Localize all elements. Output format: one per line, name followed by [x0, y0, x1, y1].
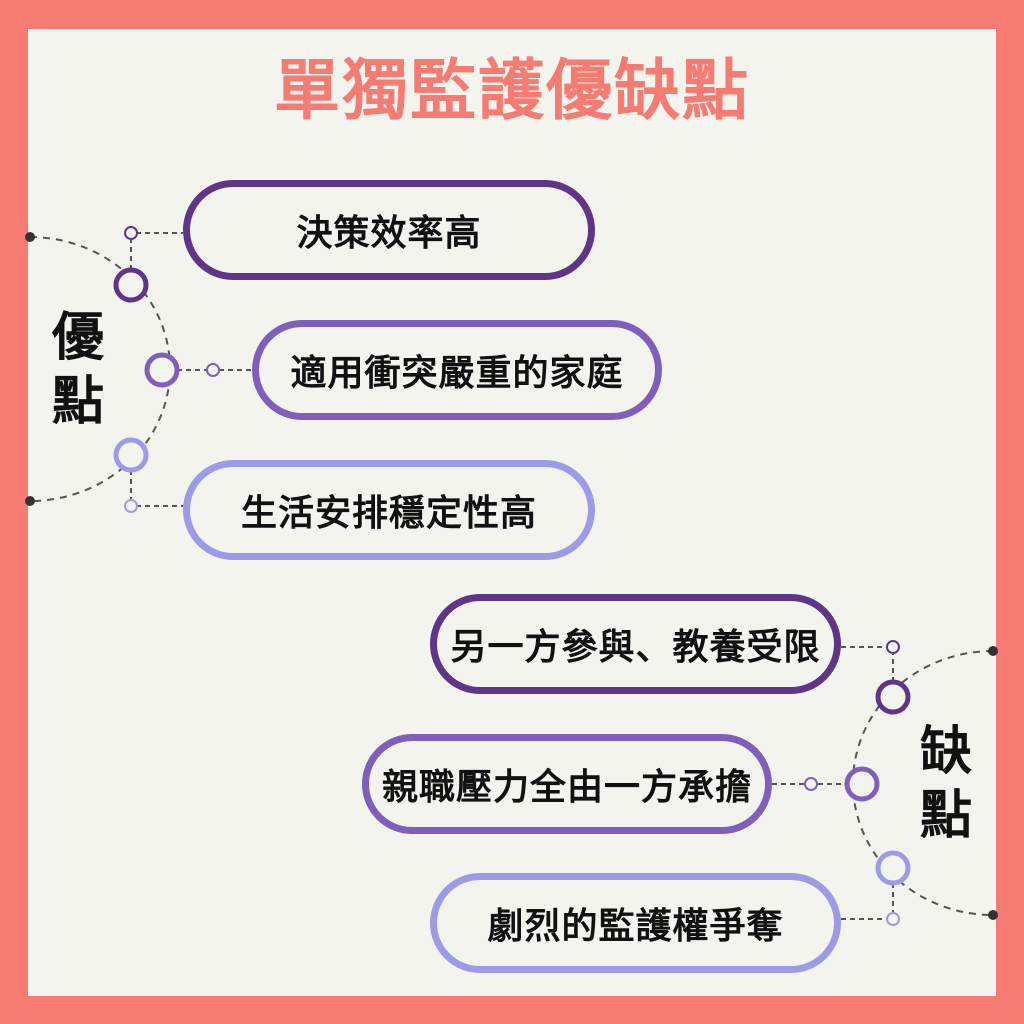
- pros-node-2: [144, 352, 180, 388]
- pros-dot-1: [124, 226, 138, 240]
- pros-item-1: 決策效率高: [183, 180, 595, 280]
- cons-item-2-text: 親職壓力全由一方承擔: [381, 766, 752, 808]
- cons-dot-3: [886, 912, 900, 926]
- pros-dot-3: [124, 499, 138, 513]
- cons-item-2: 親職壓力全由一方承擔: [362, 734, 772, 834]
- page-title: 單獨監護優缺點: [274, 52, 750, 129]
- cons-item-1-text: 另一方參與、教養受限: [450, 626, 821, 668]
- pros-item-2-text: 適用衝突嚴重的家庭: [290, 352, 624, 394]
- cons-item-3: 劇烈的監護權爭奪: [430, 873, 841, 973]
- cons-item-3-text: 劇烈的監護權爭奪: [487, 905, 784, 947]
- cons-dot-1: [886, 640, 900, 654]
- pros-node-1: [113, 267, 149, 303]
- pros-arc-end-bottom: [25, 496, 35, 506]
- cons-label: 缺 點: [916, 720, 976, 848]
- pros-item-3-text: 生活安排穩定性高: [240, 492, 537, 534]
- pros-label: 優 點: [48, 306, 108, 434]
- pros-item-2: 適用衝突嚴重的家庭: [252, 320, 662, 420]
- cons-node-1: [875, 679, 911, 715]
- pros-arc-end-top: [25, 232, 35, 242]
- pros-label-char-1: 優: [51, 307, 104, 368]
- pros-label-char-2: 點: [51, 371, 104, 432]
- cons-label-char-1: 缺: [919, 721, 972, 782]
- cons-dot-2: [804, 777, 818, 791]
- pros-node-3: [113, 437, 149, 473]
- cons-arc-end-top: [988, 646, 998, 656]
- cons-item-1: 另一方參與、教養受限: [430, 594, 841, 694]
- pros-item-1-text: 決策效率高: [296, 212, 482, 254]
- pros-item-3: 生活安排穩定性高: [183, 460, 595, 560]
- cons-arc-end-bottom: [988, 910, 998, 920]
- cons-node-3: [875, 850, 911, 886]
- cons-label-char-2: 點: [919, 785, 972, 846]
- pros-dot-2: [206, 363, 220, 377]
- cons-node-2: [844, 766, 880, 802]
